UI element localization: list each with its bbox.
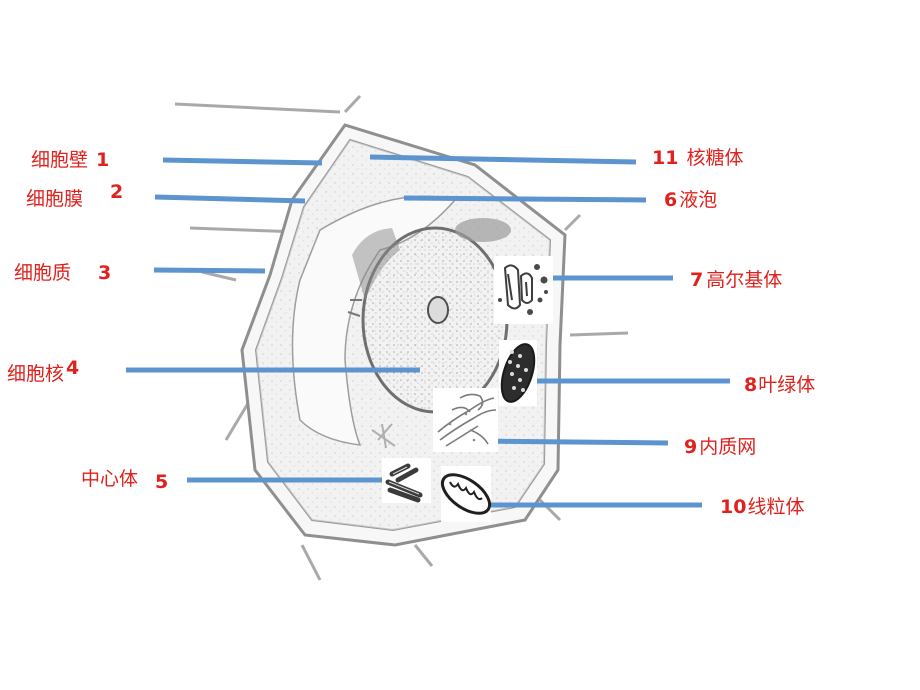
pointer-line-9	[474, 438, 669, 446]
background-chloroplast	[455, 218, 511, 242]
mitochondrion-icon	[440, 466, 492, 522]
label-number-9: 9	[684, 436, 697, 458]
chloroplast-icon	[499, 340, 537, 406]
label-number-6: 6	[664, 189, 677, 211]
label-number-1: 1	[96, 149, 109, 171]
label-name-5: 中心体	[81, 468, 138, 490]
pointer-line-2	[154, 194, 306, 204]
svg-text:10线粒体: 10线粒体	[720, 496, 804, 518]
label-name-1: 细胞壁	[31, 149, 88, 171]
label-name-2: 细胞膜	[26, 188, 83, 210]
centrosome-icon	[382, 458, 431, 503]
label-name-11: 核糖体	[686, 147, 743, 169]
label-name-6: 液泡	[679, 189, 717, 211]
neighbor-cell-walls	[174, 94, 629, 581]
label-number-2: 2	[110, 181, 123, 203]
pointer-lines	[126, 154, 730, 508]
label-name-8: 叶绿体	[758, 374, 815, 396]
label-name-9: 内质网	[699, 436, 756, 458]
pointer-line-11	[369, 154, 637, 165]
label-name-4: 细胞核	[7, 363, 64, 385]
golgi-icon	[494, 256, 553, 324]
label-number-11: 11	[652, 147, 678, 169]
label-number-4: 4	[66, 357, 79, 379]
background-centrosome	[371, 423, 396, 449]
pointer-line-6	[403, 195, 647, 203]
label-number-3: 3	[98, 262, 111, 284]
label-number-5: 5	[155, 471, 168, 493]
endoplasmic-reticulum-icon	[433, 388, 498, 452]
label-number-10: 10	[720, 496, 746, 518]
label-number-7: 7	[690, 269, 703, 291]
label-name-10: 线粒体	[747, 496, 804, 518]
pointer-line-3	[153, 267, 266, 274]
svg-text:6液泡: 6液泡	[664, 189, 717, 211]
pointer-line-1	[162, 157, 323, 166]
label-name-3: 细胞质	[14, 262, 71, 284]
label-number-8: 8	[744, 374, 757, 396]
svg-text:8叶绿体: 8叶绿体	[744, 374, 815, 396]
label-name-7: 高尔基体	[706, 269, 782, 291]
